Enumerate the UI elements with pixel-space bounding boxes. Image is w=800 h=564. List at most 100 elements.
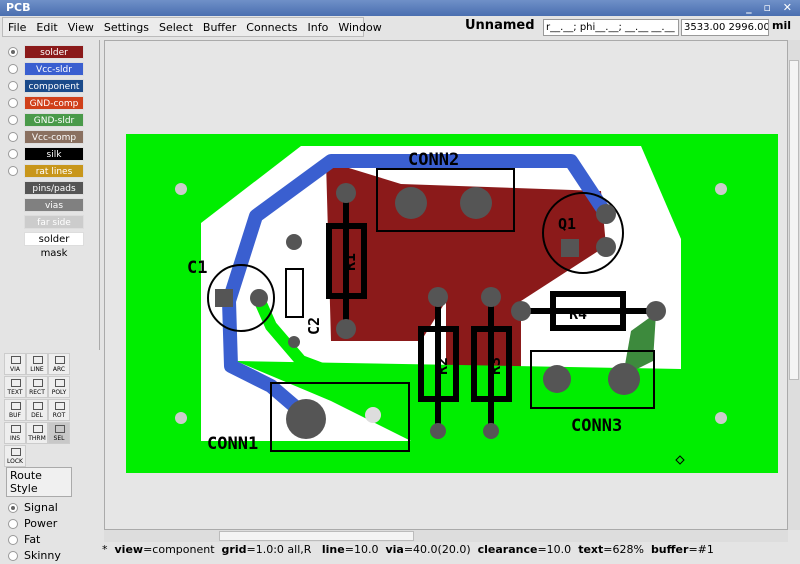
tool-del[interactable]: DEL — [26, 399, 48, 421]
layer-button[interactable]: silk — [24, 147, 84, 161]
window-title: PCB — [6, 1, 31, 14]
status-key: grid — [221, 543, 247, 556]
tool-label: INS — [9, 435, 21, 442]
buf-icon — [11, 402, 21, 410]
origin-marker — [675, 455, 685, 465]
layer-button[interactable]: GND-sldr — [24, 113, 84, 127]
gnd-trace — [623, 313, 656, 376]
tool-label: POLY — [51, 389, 67, 396]
board-drawing[interactable]: CONN2 Q1 C1 R1 C2 R4 R2 R3 CONN1 CONN3 — [105, 41, 789, 531]
window-controls[interactable]: _ ▫ ✕ — [746, 1, 796, 14]
via-icon — [11, 356, 21, 364]
radio[interactable] — [8, 503, 18, 513]
horizontal-scrollbar[interactable] — [104, 530, 788, 542]
tool-buf[interactable]: BUF — [4, 399, 26, 421]
layer-silk[interactable]: silk — [6, 146, 98, 163]
arc-icon — [55, 356, 65, 364]
layer-rat-lines[interactable]: rat lines — [6, 163, 98, 180]
layer-radio[interactable] — [8, 81, 18, 91]
layer-radio[interactable] — [8, 98, 18, 108]
tool-label: RECT — [29, 389, 45, 396]
layer-gnd-sldr[interactable]: GND-sldr — [6, 112, 98, 129]
route-style-panel: Route Style Signal Power Fat Skinny — [2, 467, 100, 564]
layer-radio[interactable] — [8, 115, 18, 125]
scroll-thumb[interactable] — [789, 60, 799, 380]
mount-hole — [715, 412, 727, 424]
menu-edit[interactable]: Edit — [36, 20, 58, 34]
layer-radio[interactable] — [8, 64, 18, 74]
layer-button[interactable]: vias — [24, 198, 84, 212]
units-toggle[interactable]: mil — [772, 19, 792, 32]
layer-radio[interactable] — [8, 166, 18, 176]
status-buffer: =#1 — [688, 543, 714, 556]
tool-lock[interactable]: LOCK — [4, 445, 26, 467]
poly-icon — [55, 379, 65, 387]
radio[interactable] — [8, 551, 18, 561]
layer-radio[interactable] — [8, 149, 18, 159]
route-power[interactable]: Power — [2, 516, 100, 532]
solder-pour — [446, 301, 521, 369]
layer-button[interactable]: solder mask — [24, 232, 84, 259]
menu-window[interactable]: Window — [338, 20, 382, 34]
tool-arc[interactable]: ARC — [48, 353, 70, 375]
layer-radio[interactable] — [8, 47, 18, 57]
layer-solder[interactable]: solder — [6, 44, 98, 61]
status-clearance: =10.0 — [537, 543, 572, 556]
tool-sel[interactable]: SEL — [48, 422, 70, 444]
tool-rect[interactable]: RECT — [26, 376, 48, 398]
layer-radio[interactable] — [8, 132, 18, 142]
status-grid: =1.0:0 all,R — [246, 543, 312, 556]
tool-text[interactable]: TEXT — [4, 376, 26, 398]
tool-line[interactable]: LINE — [26, 353, 48, 375]
route-fat[interactable]: Fat — [2, 532, 100, 548]
layer-pins-pads[interactable]: pins/pads — [6, 180, 98, 197]
radio[interactable] — [8, 535, 18, 545]
tool-rot[interactable]: ROT — [48, 399, 70, 421]
layer-button[interactable]: GND-comp — [24, 96, 84, 110]
status-key: buffer — [650, 543, 689, 556]
menu-settings[interactable]: Settings — [103, 20, 149, 34]
layer-button[interactable]: Vcc-comp — [24, 130, 84, 144]
menu-select[interactable]: Select — [158, 20, 193, 34]
tool-label: LINE — [30, 366, 44, 373]
layer-component[interactable]: component — [6, 78, 98, 95]
layer-vias[interactable]: vias — [6, 197, 98, 214]
tool-poly[interactable]: POLY — [48, 376, 70, 398]
layer-button[interactable]: component — [24, 79, 84, 93]
layer-button[interactable]: rat lines — [24, 164, 84, 178]
tool-ins[interactable]: INS — [4, 422, 26, 444]
vertical-scrollbar[interactable] — [788, 40, 800, 530]
layer-button[interactable]: Vcc-sldr — [24, 62, 84, 76]
tool-thrm[interactable]: THRM — [26, 422, 48, 444]
layer-solder-mask[interactable]: solder mask — [6, 231, 98, 259]
tool-via[interactable]: VIA — [4, 353, 26, 375]
status-key: line — [321, 543, 345, 556]
file-name: Unnamed — [465, 18, 535, 33]
layer-gnd-comp[interactable]: GND-comp — [6, 95, 98, 112]
menu-file[interactable]: File — [8, 20, 27, 34]
route-skinny[interactable]: Skinny — [2, 548, 100, 564]
silk-label: R2 — [433, 357, 451, 375]
menu-connects[interactable]: Connects — [246, 20, 298, 34]
text-icon — [11, 379, 21, 387]
layer-vcc-sldr[interactable]: Vcc-sldr — [6, 61, 98, 78]
pcb-canvas[interactable]: CONN2 Q1 C1 R1 C2 R4 R2 R3 CONN1 CONN3 — [104, 40, 788, 530]
route-style-button[interactable]: Route Style — [6, 467, 72, 497]
layer-button[interactable]: pins/pads — [24, 181, 84, 195]
modified-flag: * — [102, 543, 108, 556]
route-signal[interactable]: Signal — [2, 500, 100, 516]
radio[interactable] — [8, 519, 18, 529]
layer-button[interactable]: far side — [24, 215, 84, 229]
menu-buffer[interactable]: Buffer — [202, 20, 237, 34]
tool-label: THRM — [28, 435, 46, 442]
silk-label: R1 — [341, 253, 359, 271]
status-view: =component — [143, 543, 215, 556]
layer-button[interactable]: solder — [24, 45, 84, 59]
layer-far-side[interactable]: far side — [6, 214, 98, 231]
menu-info[interactable]: Info — [307, 20, 329, 34]
status-key: view — [114, 543, 144, 556]
scroll-thumb[interactable] — [219, 531, 414, 541]
menu-view[interactable]: View — [67, 20, 94, 34]
layer-vcc-comp[interactable]: Vcc-comp — [6, 129, 98, 146]
